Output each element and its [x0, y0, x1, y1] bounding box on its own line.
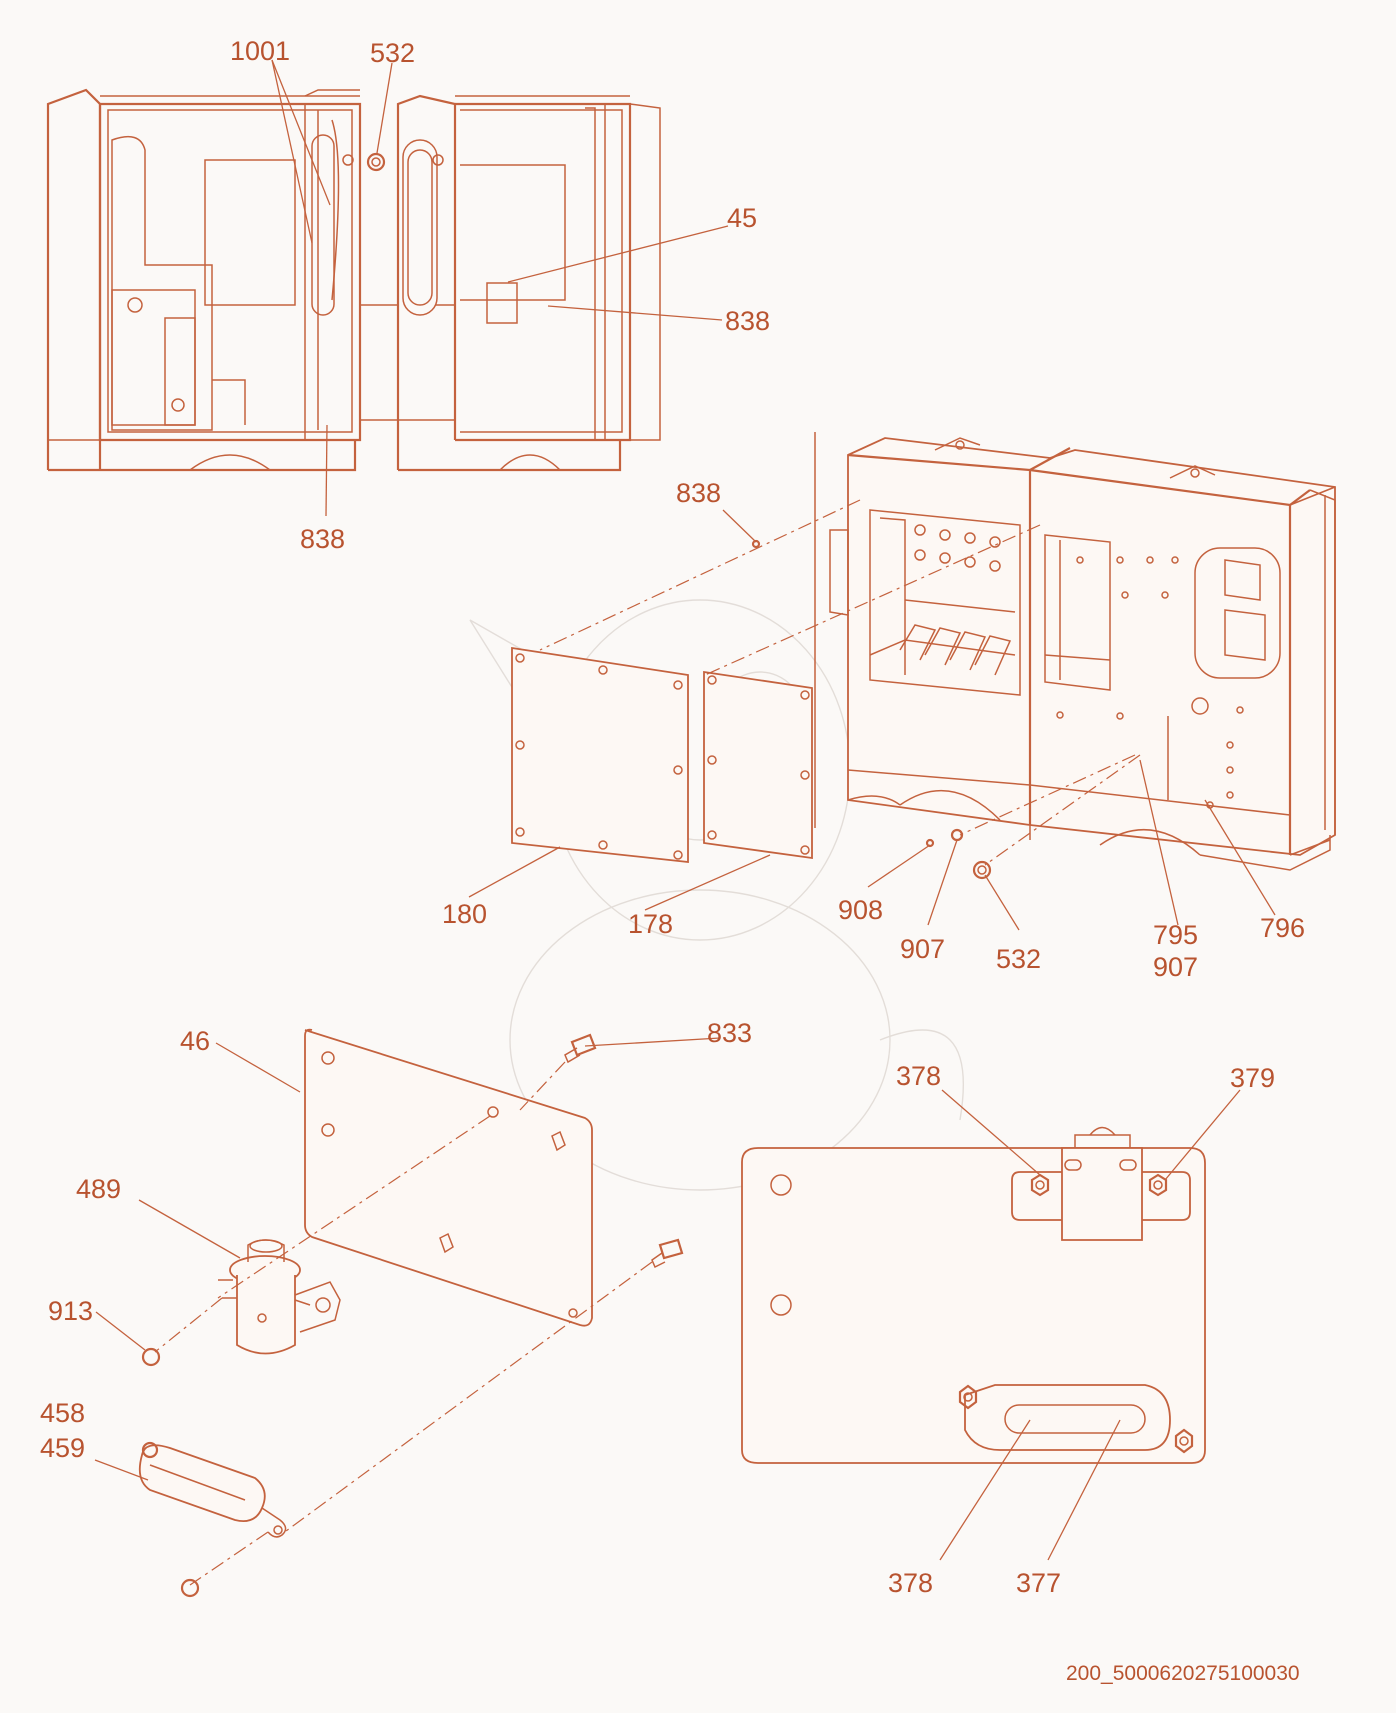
callout-labels: 1001 532 45 838 838 838 180 178 908 907 … — [40, 36, 1305, 1685]
label-46: 46 — [180, 1026, 210, 1056]
label-913: 913 — [48, 1296, 93, 1326]
label-489: 489 — [76, 1174, 121, 1204]
label-45: 45 — [727, 203, 757, 233]
label-178: 178 — [628, 909, 673, 939]
label-838-mid: 838 — [676, 478, 721, 508]
document-id: 200_5000620275100030 — [1066, 1662, 1300, 1685]
label-180: 180 — [442, 899, 487, 929]
label-459: 459 — [40, 1433, 85, 1463]
resistor-458-459 — [138, 1441, 287, 1538]
terminal-blocks — [899, 624, 1012, 676]
fasteners-middle — [751, 539, 992, 880]
label-378-top: 378 — [896, 1061, 941, 1091]
label-532-mid: 532 — [996, 944, 1041, 974]
fasteners-bottom-left — [141, 1033, 684, 1598]
bottom-right-plate — [741, 1126, 1206, 1464]
label-1001: 1001 — [230, 36, 290, 66]
label-379: 379 — [1230, 1063, 1275, 1093]
enclosure-holes — [1056, 556, 1244, 809]
label-907: 907 — [900, 934, 945, 964]
label-377: 377 — [1016, 1568, 1061, 1598]
label-838-bottom: 838 — [300, 524, 345, 554]
label-532-top: 532 — [370, 38, 415, 68]
label-458: 458 — [40, 1398, 85, 1428]
label-795: 795 — [1153, 920, 1198, 950]
middle-leaders — [468, 509, 1276, 931]
cover-panel-180 — [511, 646, 689, 864]
label-833: 833 — [707, 1018, 752, 1048]
cover-panel-178 — [703, 670, 813, 860]
main-enclosure-assembly — [814, 432, 1336, 871]
label-378-bottom: 378 — [888, 1568, 933, 1598]
assembly-lines-bottom-left — [154, 1061, 653, 1586]
label-796: 796 — [1260, 913, 1305, 943]
bottom-left-leaders — [94, 1037, 721, 1481]
top-left-leaders — [271, 59, 729, 517]
assembly-lines-middle — [539, 499, 1141, 866]
label-908: 908 — [838, 895, 883, 925]
label-907-b: 907 — [1153, 952, 1198, 982]
top-left-cabinet-assembly — [46, 88, 661, 472]
label-838-right: 838 — [725, 306, 770, 336]
solenoid-489 — [218, 1239, 341, 1355]
bottom-right-leaders — [939, 1089, 1241, 1561]
mounting-plate-46 — [304, 1028, 593, 1327]
